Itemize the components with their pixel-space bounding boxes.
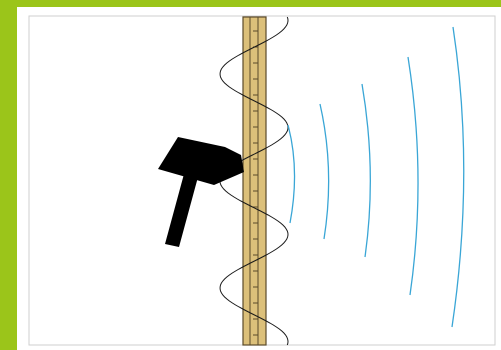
diagram-canvas (17, 7, 501, 350)
diagram-svg (17, 7, 501, 350)
wooden-rod (243, 17, 266, 345)
rod-body (243, 17, 266, 345)
